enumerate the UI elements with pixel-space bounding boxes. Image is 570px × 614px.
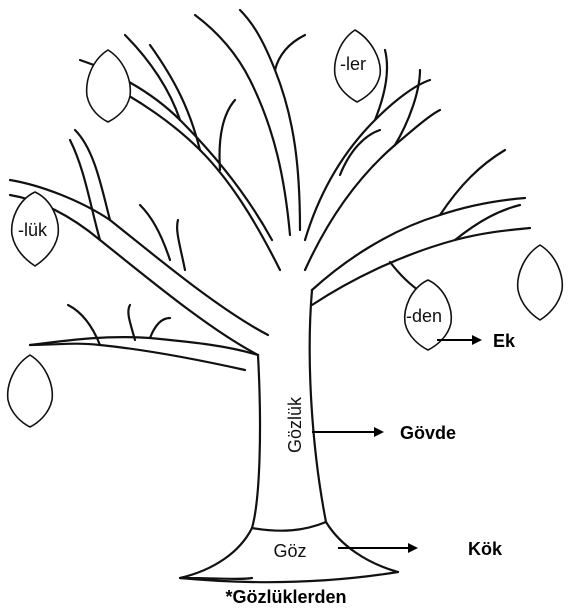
leaf-luk-label: -lük [18,220,48,240]
leaf-den: -den [403,279,453,351]
caption: *Gözlüklerden [225,587,346,607]
suffix-pointer: Ek [437,331,516,351]
leaf-top-left [85,49,132,123]
root-pointer: Kök [338,539,503,559]
leaf-bottom-left [6,354,54,428]
tree-trunk [178,288,400,584]
leaf-ler: -ler [333,29,381,103]
root-label: Göz [273,541,306,561]
root-pointer-label: Kök [468,539,503,559]
leaf-right [516,244,564,321]
suffix-label: Ek [493,331,516,351]
trunk-label: Gözlük [285,396,305,453]
leaf-luk: -lük [10,191,60,267]
leaf-den-label: -den [406,306,442,326]
stem-pointer: Gövde [312,423,456,443]
leaf-ler-label: -ler [340,54,366,74]
stem-label: Gövde [400,423,456,443]
